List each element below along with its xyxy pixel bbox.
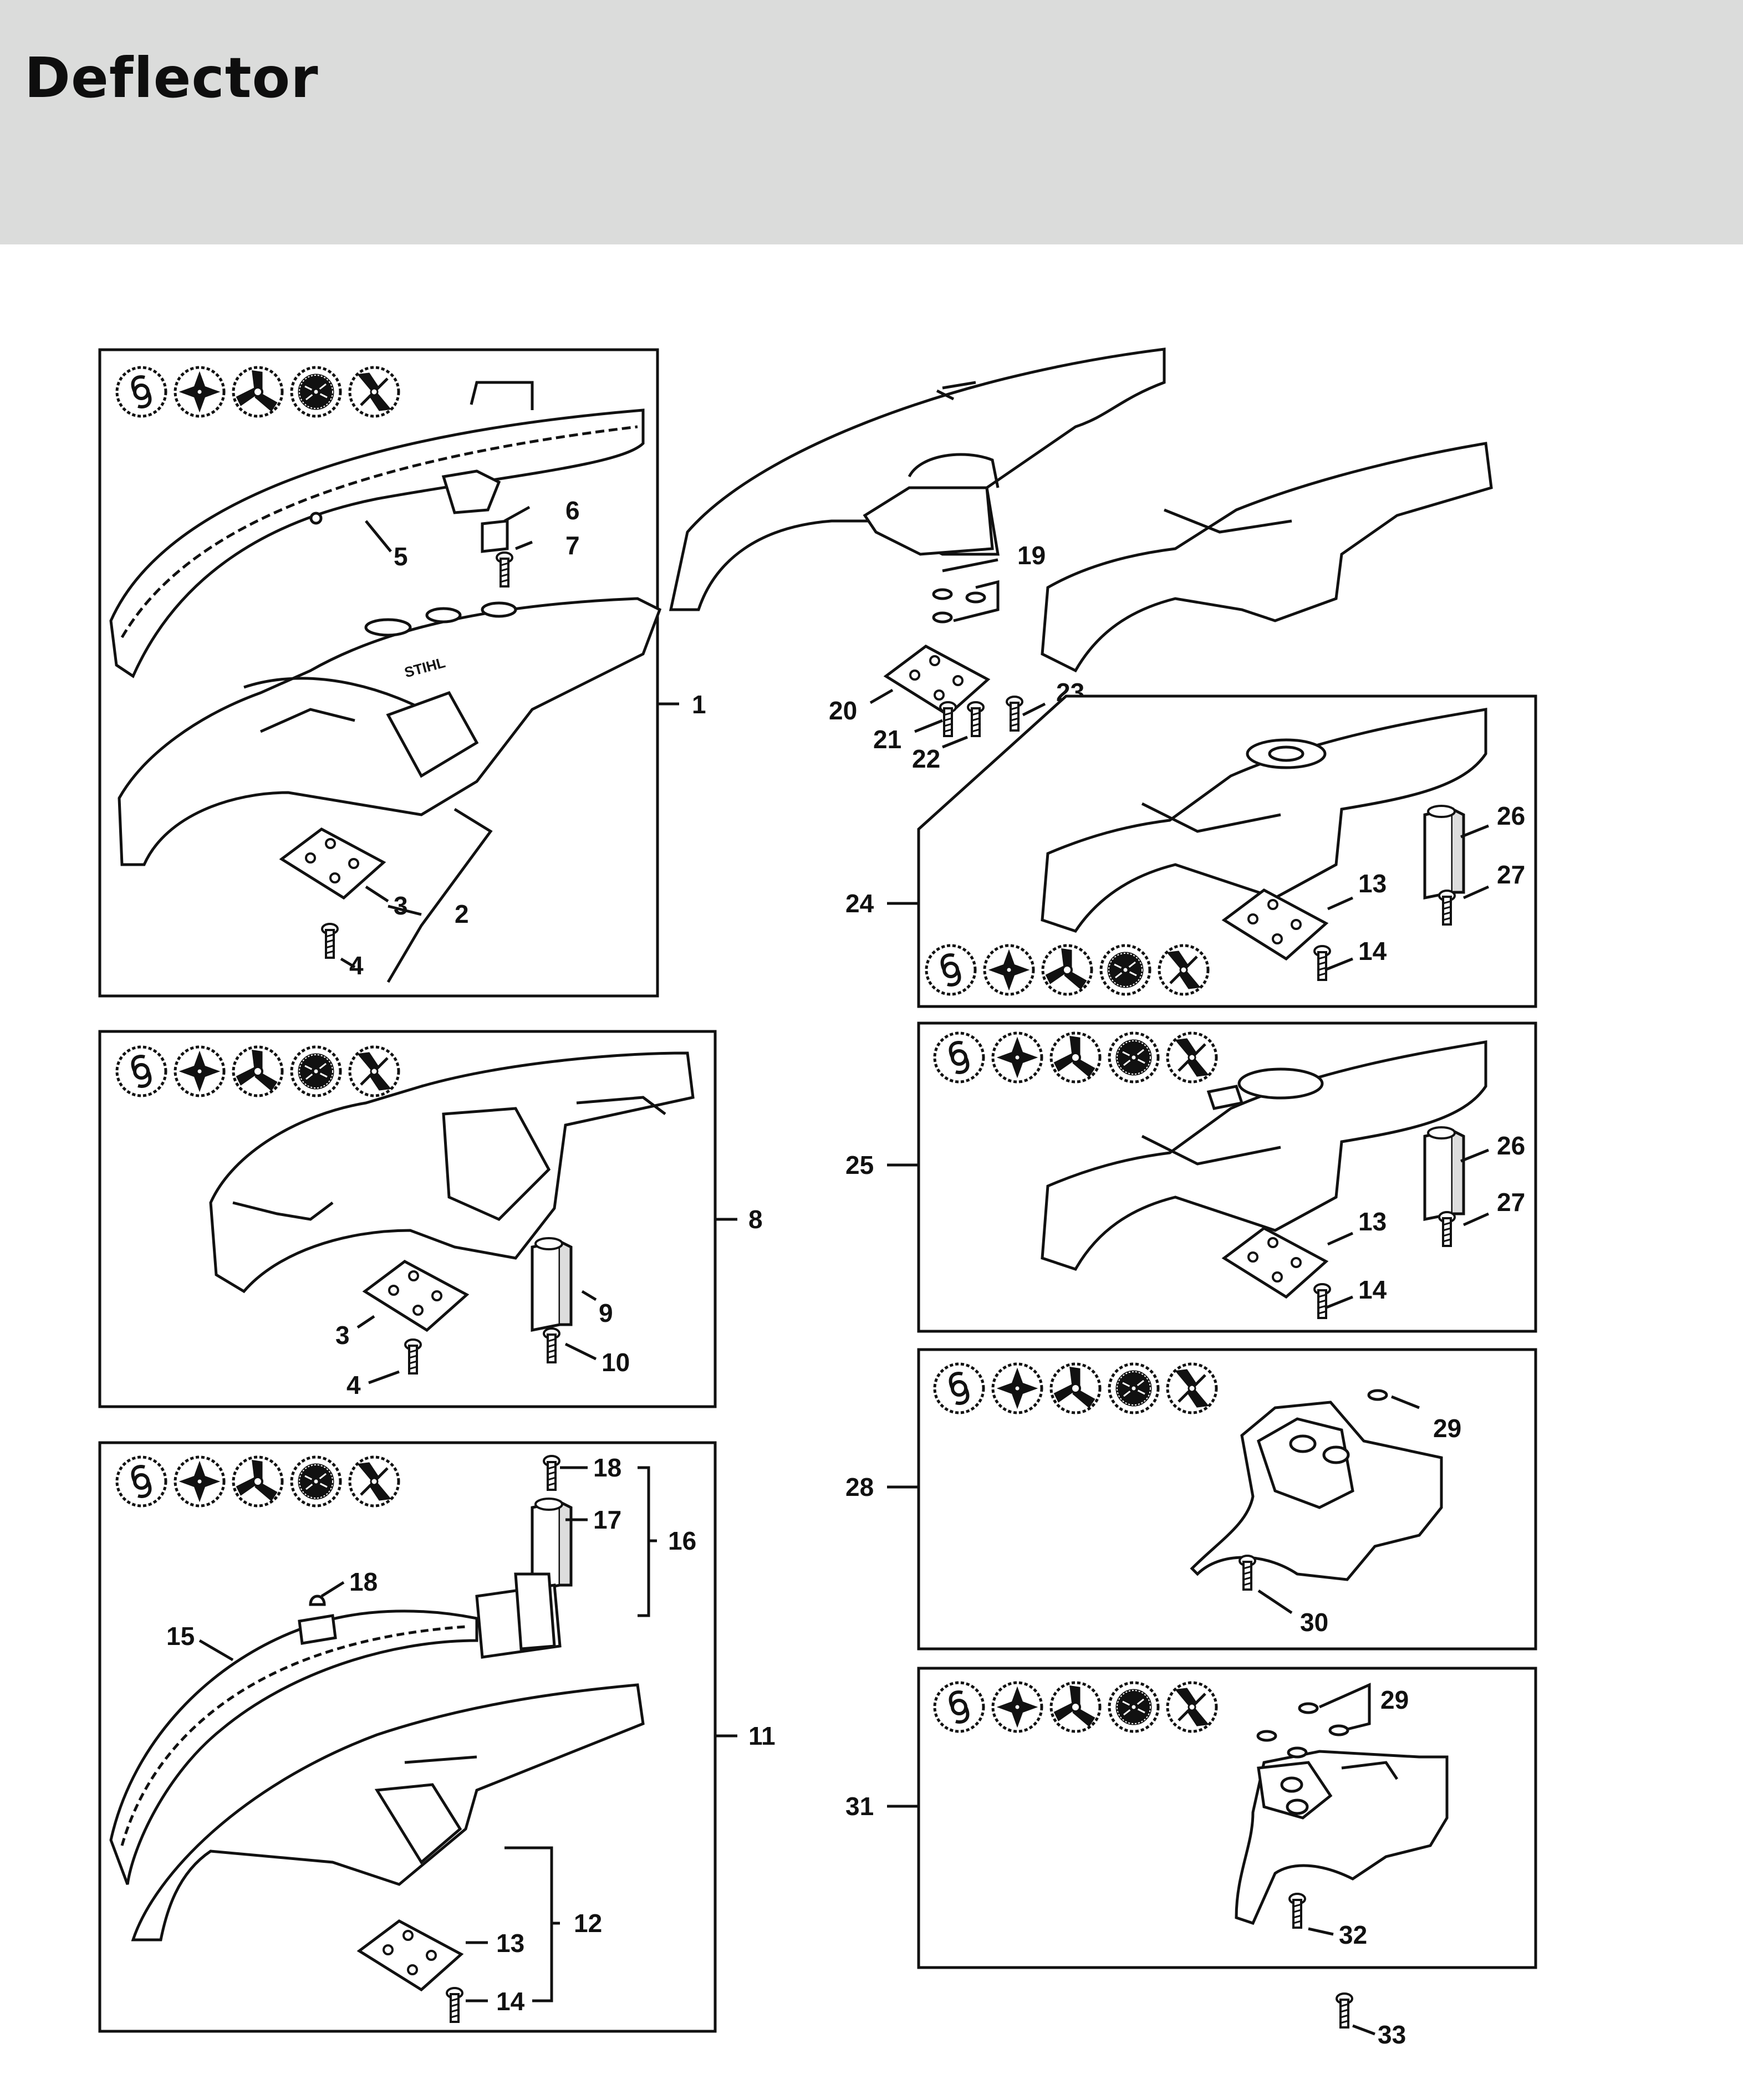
- callout-10: 10: [602, 1348, 630, 1377]
- callout-14-box11: 14: [496, 1987, 525, 2016]
- star-knife-icon: [175, 1457, 224, 1506]
- part-25-deflector: [1041, 1040, 1487, 1271]
- three-blade-icon: [233, 1457, 282, 1506]
- grass-blade-icon: [1168, 1033, 1216, 1082]
- part-6-clip: [441, 469, 501, 514]
- circular-saw-icon: [1109, 1033, 1158, 1082]
- callout-26-box24: 26: [1497, 801, 1525, 830]
- callout-13-box25: 13: [1358, 1207, 1387, 1236]
- parts-diagram: STIHL 5 6 7 1 3 2 4: [0, 244, 1743, 2097]
- callout-14-box25: 14: [1358, 1275, 1387, 1304]
- three-blade-icon: [1051, 1683, 1100, 1731]
- grass-blade-icon: [1168, 1364, 1216, 1413]
- callout-7: 7: [565, 531, 580, 560]
- trimmer-head-icon: [117, 1047, 166, 1096]
- tool-icons-box-24: [926, 946, 1208, 994]
- three-blade-icon: [233, 367, 282, 416]
- page-header: Deflector: [0, 0, 1743, 244]
- tool-icons-box-25: [935, 1033, 1216, 1082]
- part-5-guard: [109, 408, 645, 678]
- callout-1: 1: [692, 690, 706, 719]
- trimmer-head-icon: [935, 1683, 983, 1731]
- callout-8: 8: [748, 1205, 763, 1234]
- callout-24: 24: [845, 889, 874, 918]
- part-guard-top-right-b: [1041, 442, 1493, 673]
- callout-27-box24: 27: [1497, 860, 1525, 889]
- callout-14-box24: 14: [1358, 937, 1387, 965]
- star-knife-icon: [175, 1047, 224, 1096]
- callout-18: 18: [349, 1567, 378, 1596]
- callout-16: 16: [668, 1526, 696, 1555]
- star-knife-icon: [993, 1683, 1042, 1731]
- callout-4: 4: [349, 951, 364, 980]
- circular-saw-icon: [1109, 1683, 1158, 1731]
- callout-12: 12: [574, 1909, 602, 1938]
- grass-blade-icon: [1168, 1683, 1216, 1731]
- callout-28: 28: [845, 1473, 874, 1501]
- callout-25: 25: [845, 1151, 874, 1179]
- trimmer-head-icon: [926, 946, 975, 994]
- page-title: Deflector: [24, 45, 319, 110]
- callout-26-box25: 26: [1497, 1131, 1525, 1160]
- trimmer-head-icon: [935, 1364, 983, 1413]
- circular-saw-icon: [1109, 1364, 1158, 1413]
- tool-icons-box-31: [935, 1683, 1216, 1731]
- callout-30: 30: [1300, 1608, 1328, 1637]
- callout-29-box31: 29: [1380, 1685, 1409, 1714]
- star-knife-icon: [985, 946, 1033, 994]
- callout-17: 17: [593, 1505, 621, 1534]
- star-knife-icon: [993, 1364, 1042, 1413]
- tool-icons-box-8: [117, 1047, 399, 1096]
- trimmer-head-icon: [117, 367, 166, 416]
- callout-20: 20: [829, 696, 857, 725]
- tool-icons-box-11: [117, 1457, 399, 1506]
- callout-22: 22: [912, 744, 940, 773]
- circular-saw-icon: [292, 367, 340, 416]
- callout-21: 21: [873, 725, 901, 754]
- callout-15: 15: [166, 1622, 195, 1651]
- circular-saw-icon: [292, 1047, 340, 1096]
- callout-11: 11: [748, 1721, 776, 1750]
- tool-icons-box-28: [935, 1364, 1216, 1413]
- callout-13-box24: 13: [1358, 869, 1387, 898]
- three-blade-icon: [1051, 1364, 1100, 1413]
- grass-blade-icon: [350, 1047, 399, 1096]
- star-knife-icon: [175, 367, 224, 416]
- three-blade-icon: [233, 1047, 282, 1096]
- part-24-deflector: [1041, 708, 1487, 933]
- callout-9: 9: [599, 1299, 613, 1327]
- star-knife-icon: [993, 1033, 1042, 1082]
- callout-13-box11: 13: [496, 1929, 524, 1958]
- callout-27-box25: 27: [1497, 1188, 1525, 1217]
- callout-4-box8: 4: [346, 1371, 361, 1399]
- callout-32: 32: [1339, 1920, 1367, 1949]
- three-blade-icon: [1051, 1033, 1100, 1082]
- circular-saw-icon: [292, 1457, 340, 1506]
- tool-icons-box-1: [117, 367, 399, 416]
- three-blade-icon: [1043, 946, 1092, 994]
- circular-saw-icon: [1101, 946, 1150, 994]
- callout-29-box28: 29: [1433, 1414, 1461, 1443]
- callout-31: 31: [845, 1792, 874, 1821]
- callout-5: 5: [394, 542, 408, 571]
- trimmer-head-icon: [935, 1033, 983, 1082]
- callout-6: 6: [565, 496, 580, 525]
- part-guard-top-right: [669, 348, 1166, 611]
- grass-blade-icon: [1159, 946, 1208, 994]
- trimmer-head-icon: [117, 1457, 166, 1506]
- callout-18-top: 18: [593, 1453, 621, 1482]
- grass-blade-icon: [350, 1457, 399, 1506]
- callout-3: 3: [394, 891, 408, 920]
- grass-blade-icon: [350, 367, 399, 416]
- callout-2: 2: [455, 900, 469, 928]
- callout-3-box8: 3: [335, 1321, 350, 1350]
- callout-33: 33: [1378, 2020, 1406, 2049]
- part-12-guard: [131, 1683, 645, 1941]
- callout-19: 19: [1017, 541, 1046, 570]
